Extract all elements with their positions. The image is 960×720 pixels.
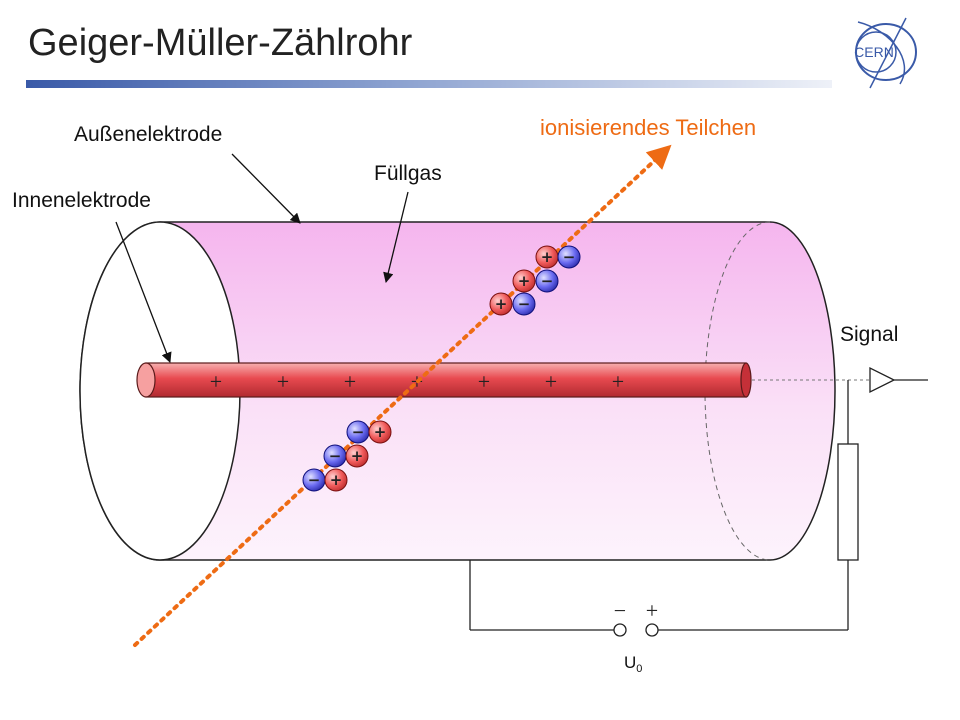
wire-end-right (740, 362, 752, 398)
positive-ion-sign: + (518, 272, 531, 290)
ion-pair: + − (512, 269, 559, 293)
cern-logo: CERN (854, 17, 917, 89)
terminal-plus (645, 623, 659, 637)
ion-pair: − + (302, 468, 348, 492)
arrow-outer-electrode (231, 153, 301, 224)
ion-pair: + − (535, 245, 581, 269)
terminal-plus-sign: + (646, 598, 658, 623)
positive-ion (345, 444, 369, 468)
label-inner-electrode: Innenelektrode (12, 189, 151, 212)
positive-ion-sign: + (351, 447, 364, 465)
terminal-minus (613, 623, 627, 637)
circuit (469, 366, 928, 637)
label-fill-gas: Füllgas (374, 162, 442, 185)
arrow-inner-electrode (115, 221, 172, 363)
page-title: Geiger-Müller-Zählrohr (28, 22, 413, 64)
ion-pairs-lower: − + − + − + (302, 420, 392, 492)
electron-sign: − (352, 423, 365, 441)
electron (557, 245, 581, 269)
ion-pair: − + (323, 444, 369, 468)
positive-ion-sign: + (541, 248, 554, 266)
wire-body (145, 362, 747, 398)
title-underline-bar (26, 80, 832, 88)
arrow-fill-gas (383, 191, 409, 284)
label-outer-electrode: Außenelektrode (74, 123, 222, 146)
electron-sign: − (541, 272, 554, 290)
positive-ion-sign: + (330, 471, 343, 489)
particle-track (133, 144, 672, 647)
label-signal: Signal (840, 323, 898, 346)
amplifier-triangle (869, 366, 896, 394)
voltage-label: U0 (624, 653, 642, 675)
electron-sign: − (563, 248, 576, 266)
inner-electrode-wire: +++++++ (136, 362, 752, 398)
wire-charge-sign: + (545, 369, 557, 394)
label-particle: ionisierendes Teilchen (540, 115, 756, 140)
cern-logo-text: CERN (854, 44, 894, 60)
electron (535, 269, 559, 293)
wire-charge-sign: + (478, 369, 490, 394)
ion-pair: + − (489, 292, 536, 316)
positive-ion-sign: + (374, 423, 387, 441)
positive-ion (512, 269, 536, 293)
wire-charge-sign: + (344, 369, 356, 394)
terminal-minus-sign: − (614, 598, 626, 623)
positive-ion (324, 468, 348, 492)
electron (512, 292, 536, 316)
ion-pairs-upper: + − + − + − (489, 245, 581, 316)
wire-charge-sign: + (210, 369, 222, 394)
wire-charge-sign: + (277, 369, 289, 394)
positive-ion-sign: + (495, 295, 508, 313)
wire-end-left (136, 362, 156, 398)
ion-pair: − + (346, 420, 392, 444)
electron-sign: − (329, 447, 342, 465)
resistor (837, 443, 859, 561)
positive-ion (489, 292, 513, 316)
positive-ion (368, 420, 392, 444)
electron-sign: − (308, 471, 321, 489)
electron-sign: − (518, 295, 531, 313)
wire-charge-sign: + (612, 369, 624, 394)
